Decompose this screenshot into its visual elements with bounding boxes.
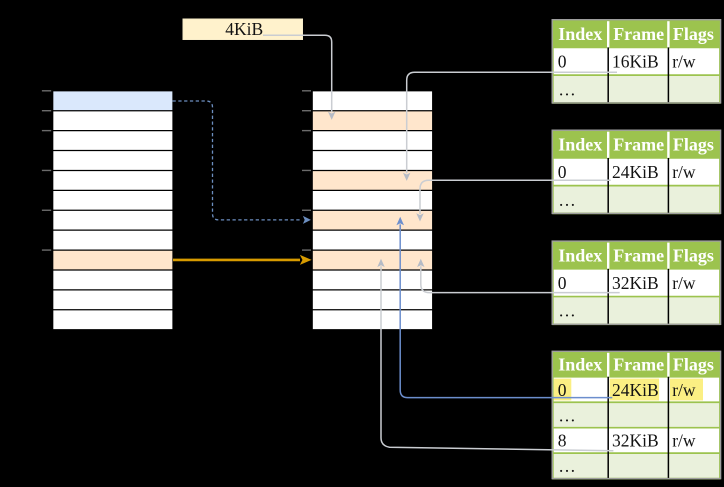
svg-text:r/w: r/w xyxy=(672,431,696,451)
svg-text:Index: Index xyxy=(558,134,602,154)
svg-text:4KiB: 4KiB xyxy=(225,19,263,39)
svg-text:Frame: Frame xyxy=(613,245,664,265)
svg-text:Index: Index xyxy=(558,245,602,265)
svg-text:0: 0 xyxy=(558,162,567,182)
svg-text:Flags: Flags xyxy=(673,245,714,265)
svg-text:Flags: Flags xyxy=(673,354,714,374)
svg-text:Frame: Frame xyxy=(613,354,664,374)
svg-text:0: 0 xyxy=(558,52,567,72)
svg-text:24KiB: 24KiB xyxy=(612,162,659,182)
svg-text:Index: Index xyxy=(558,24,602,44)
svg-text:32KiB: 32KiB xyxy=(612,431,659,451)
svg-text:Index: Index xyxy=(558,354,602,374)
svg-text:…: … xyxy=(558,456,576,476)
svg-text:r/w: r/w xyxy=(672,162,696,182)
svg-text:r/w: r/w xyxy=(672,273,696,293)
svg-text:0: 0 xyxy=(558,273,567,293)
svg-text:Flags: Flags xyxy=(673,134,714,154)
svg-text:r/w: r/w xyxy=(672,52,696,72)
svg-text:Frame: Frame xyxy=(613,24,664,44)
svg-text:…: … xyxy=(558,301,576,321)
svg-text:32KiB: 32KiB xyxy=(612,273,659,293)
svg-text:…: … xyxy=(558,79,576,99)
svg-text:…: … xyxy=(558,405,576,425)
svg-text:0: 0 xyxy=(558,380,567,400)
svg-text:16KiB: 16KiB xyxy=(612,52,659,72)
svg-text:Frame: Frame xyxy=(613,134,664,154)
svg-text:Flags: Flags xyxy=(673,24,714,44)
svg-text:…: … xyxy=(558,190,576,210)
svg-text:24KiB: 24KiB xyxy=(612,380,659,400)
svg-text:r/w: r/w xyxy=(672,380,696,400)
svg-text:8: 8 xyxy=(558,431,567,451)
